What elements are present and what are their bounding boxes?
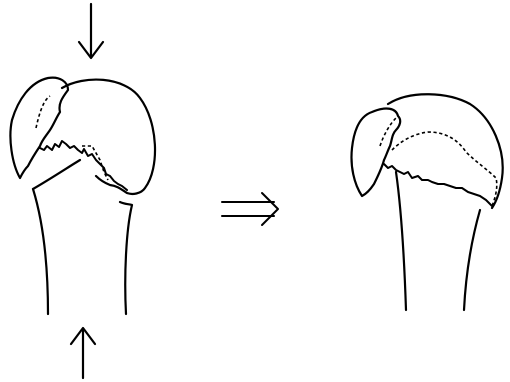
arrow-down-icon (79, 4, 103, 58)
tuberosity-fragment-before (10, 78, 68, 178)
tuberosity-fragment-after (351, 109, 400, 196)
humeral-head-after (388, 94, 503, 208)
hidden-edge-neck-after (392, 132, 497, 206)
panel-after (351, 94, 502, 310)
panel-before (10, 4, 155, 378)
humeral-shaft-before (33, 160, 80, 189)
fracture-line-before (40, 141, 127, 190)
humeral-shaft-after (396, 172, 406, 310)
arrow-up-icon (71, 328, 95, 378)
hidden-edge-head-before (36, 96, 50, 128)
implies-arrow-icon (222, 193, 278, 225)
humeral-head-before (62, 80, 155, 194)
